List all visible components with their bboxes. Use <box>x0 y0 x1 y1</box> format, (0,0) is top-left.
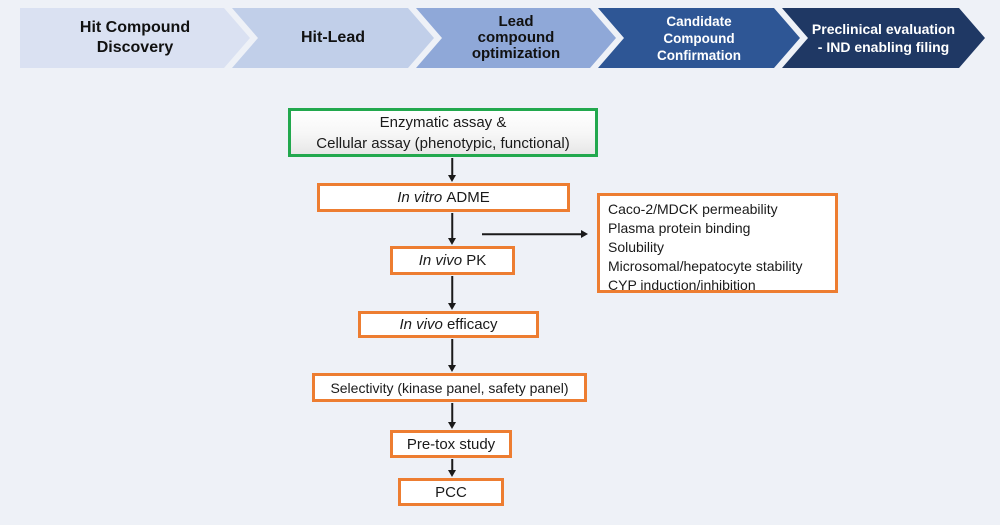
flow-box-label: Enzymatic assay & Cellular assay (phenot… <box>316 113 570 152</box>
flow-box-selectivity: Selectivity (kinase panel, safety panel) <box>312 373 587 402</box>
flow-box-label: In vivo PK <box>418 252 487 269</box>
arrow-down-to-in-vivo-efficacy <box>446 276 458 310</box>
pipeline-stage-preclinical-evaluation: Preclinical evaluation - IND enabling fi… <box>782 8 985 68</box>
flow-box-pre-tox-study: Pre-tox study <box>390 430 512 458</box>
flow-box-enzymatic-cellular-assay: Enzymatic assay & Cellular assay (phenot… <box>288 108 598 157</box>
flow-box-label: PCC <box>435 483 467 501</box>
pipeline-stage-label: Lead compound optimization <box>471 13 561 62</box>
side-panel-text: Caco-2/MDCK permeability Plasma protein … <box>608 201 803 293</box>
pipeline-stage-candidate-compound-confirmation: Candidate Compound Confirmation <box>598 8 800 68</box>
arrow-down-to-pcc <box>446 459 458 477</box>
flow-box-pcc: PCC <box>398 478 504 506</box>
pipeline-stage-label: Candidate Compound Confirmation <box>657 13 741 63</box>
flow-box-in-vivo-efficacy: In vivo efficacy <box>358 311 539 338</box>
pipeline-stage-hit-lead: Hit-Lead <box>232 8 434 68</box>
side-panel-adme-details: Caco-2/MDCK permeability Plasma protein … <box>597 193 838 293</box>
arrow-down-to-in-vitro-adme <box>446 158 458 182</box>
pipeline-stage-hit-compound-discovery: Hit Compound Discovery <box>20 8 250 68</box>
pipeline-stage-label: Hit-Lead <box>301 29 365 46</box>
pipeline-stage-label: Preclinical evaluation - IND enabling fi… <box>811 21 956 55</box>
flow-box-label: Pre-tox study <box>406 435 496 453</box>
flow-box-label: Selectivity (kinase panel, safety panel) <box>330 379 569 396</box>
flow-box-label: In vitro ADME <box>397 189 490 206</box>
flow-box-in-vivo-pk: In vivo PK <box>390 246 515 275</box>
pipeline-stage-label: Hit Compound Discovery <box>79 19 191 56</box>
arrow-down-to-selectivity <box>446 339 458 372</box>
arrow-right-to-adme-details <box>482 228 588 240</box>
arrow-down-to-pre-tox-study <box>446 403 458 429</box>
arrow-down-to-in-vivo-pk <box>446 213 458 245</box>
pipeline-stage-lead-compound-optimization: Lead compound optimization <box>416 8 616 68</box>
flow-box-label: In vivo efficacy <box>399 316 498 333</box>
flow-box-in-vitro-adme: In vitro ADME <box>317 183 570 212</box>
